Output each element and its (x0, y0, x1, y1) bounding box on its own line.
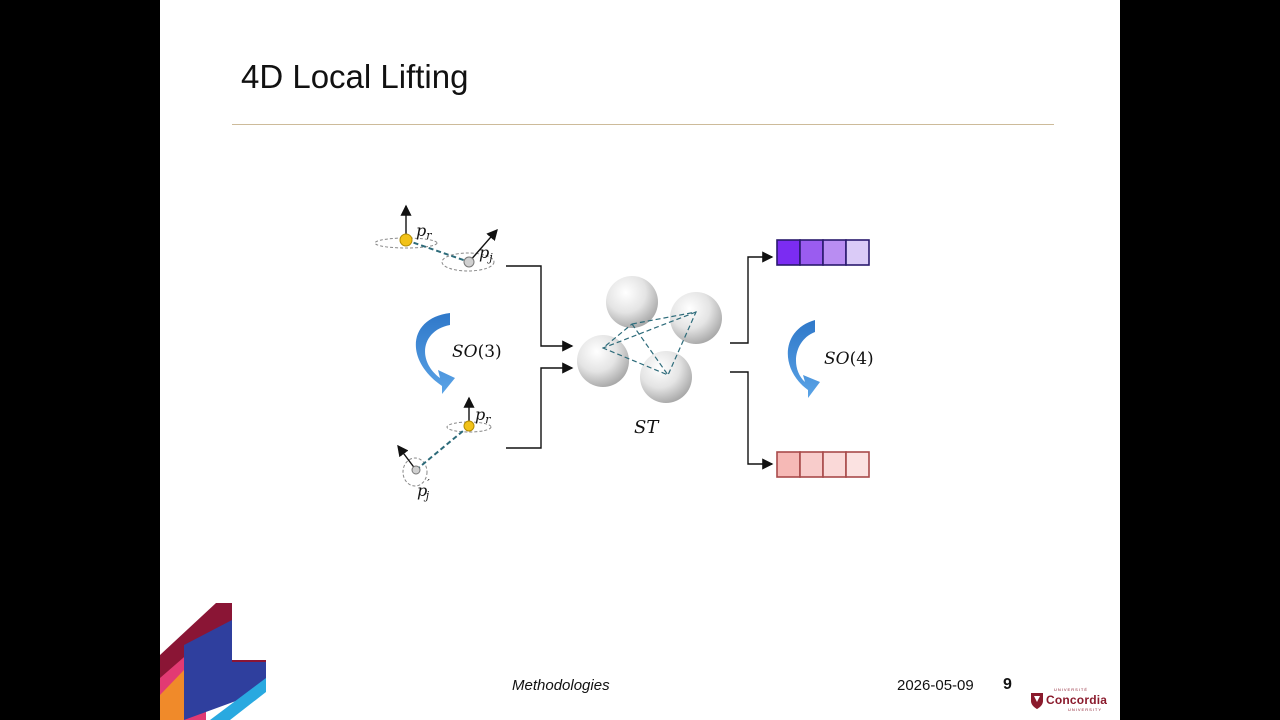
bottom-feature-vector (776, 451, 870, 478)
transformer-spheres (577, 276, 722, 403)
top-neighbor-point (463, 256, 475, 268)
bottom-output-connector (730, 371, 774, 470)
footer-date: 2026-05-09 (897, 677, 974, 694)
so3-rotation-arrow-icon (415, 313, 455, 394)
bottom-reference-plane (446, 421, 492, 433)
sphere-top-left (606, 276, 658, 328)
bottom-pj-label: p′j (417, 477, 430, 502)
top-feature-cell (799, 239, 824, 266)
so3-label: SO(3) (452, 342, 502, 362)
logo-top-text: UNIVERSITÉ (1054, 687, 1089, 692)
top-reference-point (399, 233, 413, 247)
title-divider (232, 124, 1054, 125)
top-output-connector (730, 251, 774, 344)
so4-label: SO(4) (824, 349, 874, 369)
top-feature-cell (822, 239, 847, 266)
so4-rotation-arrow-icon (787, 320, 820, 398)
logo-bottom-text: UNIVERSITY (1068, 707, 1103, 712)
decorative-corner-graphic (160, 603, 266, 720)
bottom-feature-cell (776, 451, 801, 478)
lifting-diagram: pr pj pr p′j SO(3) (374, 204, 874, 502)
shield-icon (1031, 693, 1043, 709)
bottom-input-connector (506, 362, 574, 449)
page-number: 9 (1003, 676, 1012, 693)
top-feature-cell (776, 239, 801, 266)
bottom-feature-cell (845, 451, 870, 478)
top-feature-cell (845, 239, 870, 266)
bottom-pr-label: pr (475, 405, 491, 426)
sphere-top-right (670, 292, 722, 344)
top-pr-label: pr (416, 221, 432, 242)
concordia-logo: UNIVERSITÉ Concordia UNIVERSITY (1028, 687, 1108, 715)
top-pj-label: pj (479, 243, 493, 264)
transformer-label: ST (634, 417, 660, 438)
bottom-feature-cell (799, 451, 824, 478)
bottom-point-pair: pr p′j (397, 396, 492, 502)
top-neighbor-plane (441, 252, 495, 272)
bottom-neighbor-point (411, 465, 421, 475)
bottom-feature-cell (822, 451, 847, 478)
slide-title: 4D Local Lifting (241, 58, 469, 95)
bottom-neighbor-plane (402, 457, 428, 487)
sphere-bottom-right (640, 351, 692, 403)
footer-section: Methodologies (512, 677, 610, 694)
slide: 4D Local Lifting pr (160, 0, 1120, 720)
top-point-pair: pr pj (374, 204, 498, 272)
bottom-reference-point (463, 420, 475, 432)
sphere-bottom-left (577, 335, 629, 387)
logo-name: Concordia (1046, 693, 1108, 707)
top-feature-vector (776, 239, 870, 266)
top-input-connector (506, 265, 574, 352)
